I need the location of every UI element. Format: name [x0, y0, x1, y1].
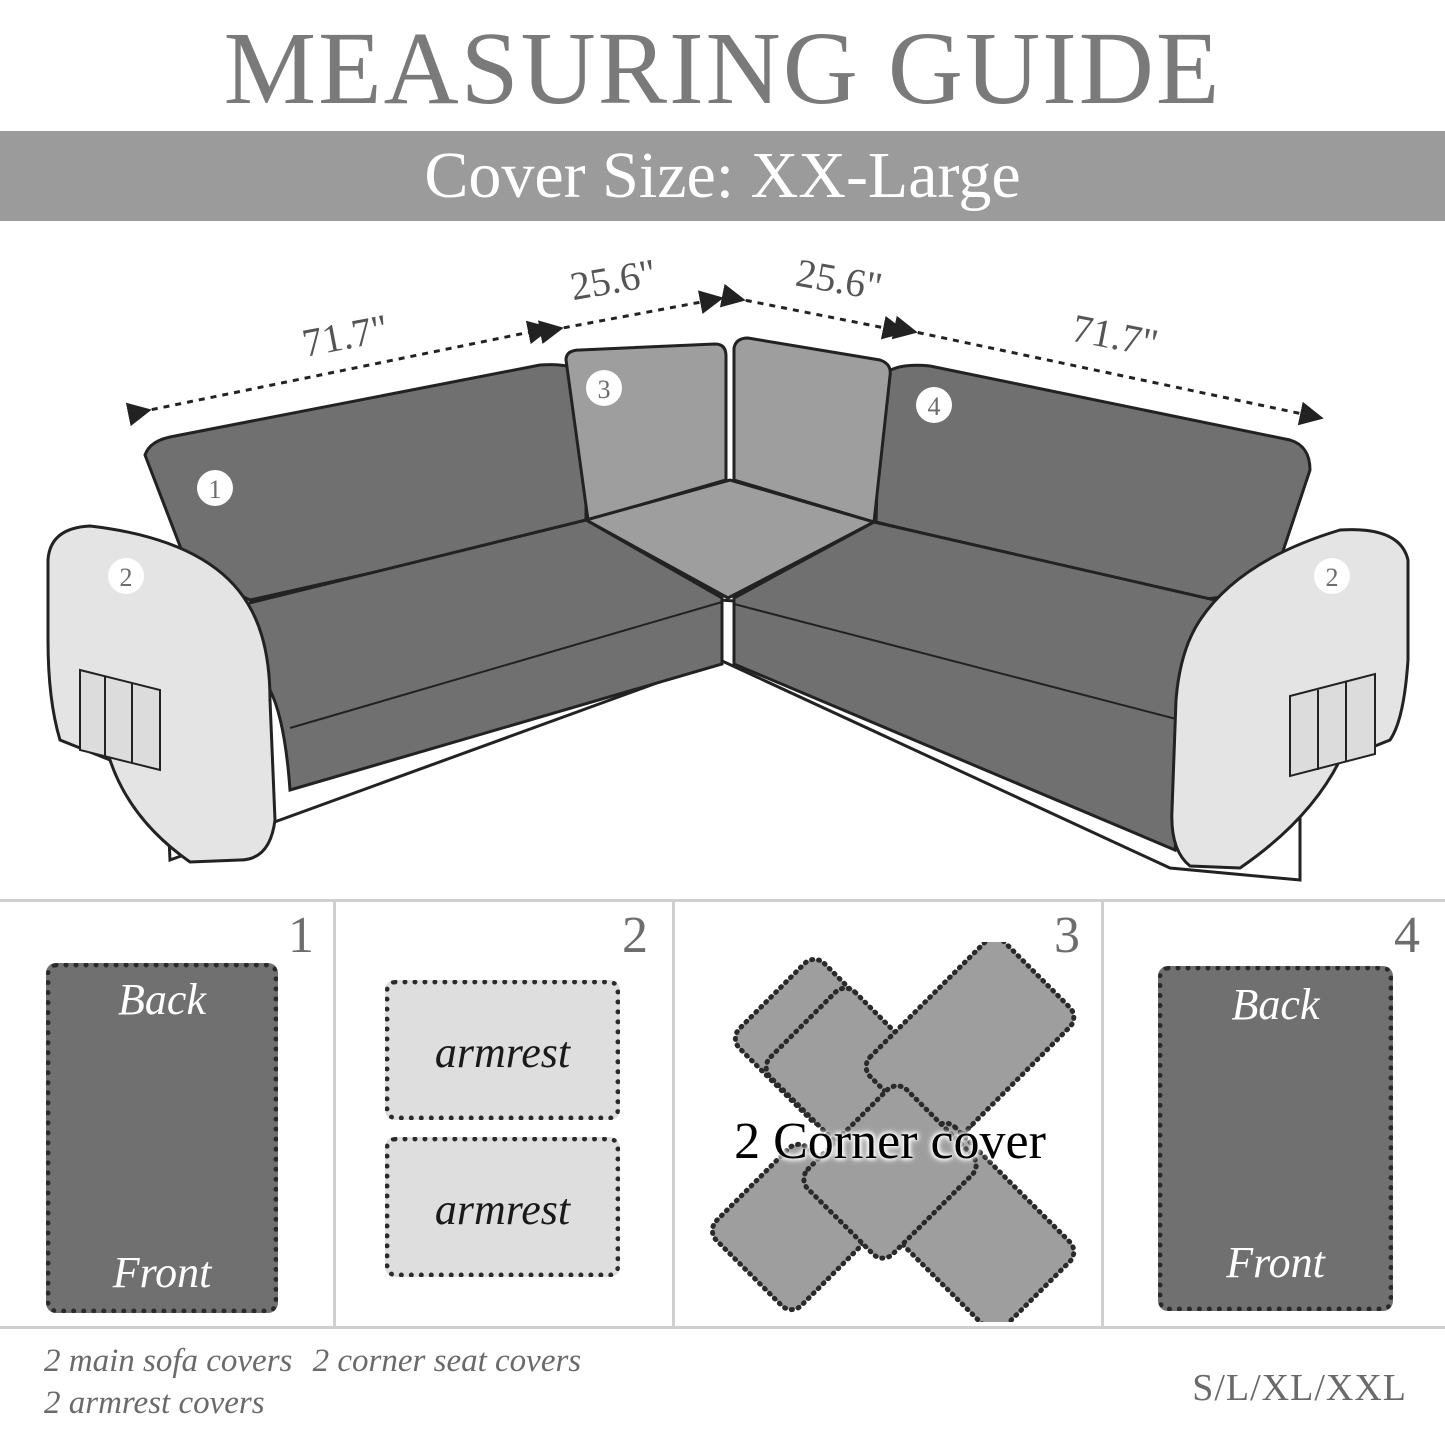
left-arm-pocket: [79, 668, 161, 772]
marker-3: 3: [598, 375, 611, 404]
included-items-line-1: 2 main sofa covers 2 corner seat covers: [44, 1340, 581, 1382]
back-label: Back: [1231, 980, 1320, 1029]
panel-number-4: 4: [1394, 907, 1420, 964]
left-armrest: [46, 524, 277, 864]
armrest-covers-text: 2 armrest covers: [44, 1385, 265, 1421]
dimension-arrow-left-corner: [537, 290, 724, 345]
marker-circle-4: [916, 387, 952, 423]
corner-back-right-cover: [732, 336, 892, 524]
size-banner-text: Cover Size: XX-Large: [424, 139, 1021, 212]
armrest-cover-2: armrest: [385, 1137, 620, 1277]
right-back-cover: [874, 363, 1312, 602]
left-seat-cover: [243, 518, 724, 792]
armrest-label: armrest: [434, 1028, 571, 1077]
main-sofa-cover-1: Back Front: [46, 963, 278, 1313]
main-sofa-covers-text: 2 main sofa covers: [44, 1343, 293, 1379]
divider: [672, 902, 675, 1326]
page-title: MEASURING GUIDE: [223, 11, 1222, 126]
marker-1: 1: [209, 475, 222, 504]
marker-2-left: 2: [120, 563, 133, 592]
back-label: Back: [118, 975, 206, 1024]
panel-number-2: 2: [622, 907, 648, 964]
dimension-arrow-right-main: [891, 315, 1324, 426]
dimension-arrow-left-main: [125, 320, 552, 427]
marker-circle-3: [586, 370, 622, 406]
sectional-sofa-illustration: 1 2 3 4 2: [46, 283, 1410, 882]
marker-circle-2-right: [1314, 558, 1350, 594]
available-sizes: S/L/XL/XXL: [1192, 1367, 1407, 1409]
armrest-cover-1: armrest: [385, 980, 620, 1120]
corner-covers-illustration: [709, 942, 1077, 1322]
included-items: 2 main sofa covers 2 corner seat covers …: [44, 1340, 581, 1424]
divider: [333, 902, 336, 1326]
main-sofa-cover-2: Back Front: [1158, 966, 1393, 1311]
armrest-label: armrest: [434, 1185, 571, 1234]
cover-pieces-panel: 1 Back Front 2 armrest armrest 3 2 Corne…: [0, 899, 1445, 1329]
panel-number-3: 3: [1054, 907, 1080, 964]
dimension-arrow-right-corner: [719, 283, 907, 340]
marker-2-right: 2: [1326, 563, 1339, 592]
panel-number-1: 1: [288, 907, 314, 964]
marker-circle-1: [197, 470, 233, 506]
right-arm-pocket: [1289, 672, 1376, 778]
corner-cover-label: 2 Corner cover: [734, 1113, 1046, 1170]
corner-seat-covers-text: 2 corner seat covers: [312, 1343, 582, 1379]
marker-circle-2-left: [108, 558, 144, 594]
front-label: Front: [112, 1248, 212, 1297]
divider: [1101, 902, 1104, 1326]
marker-4: 4: [928, 392, 941, 421]
front-label: Front: [1226, 1238, 1325, 1287]
size-banner: Cover Size: XX-Large: [0, 131, 1445, 221]
